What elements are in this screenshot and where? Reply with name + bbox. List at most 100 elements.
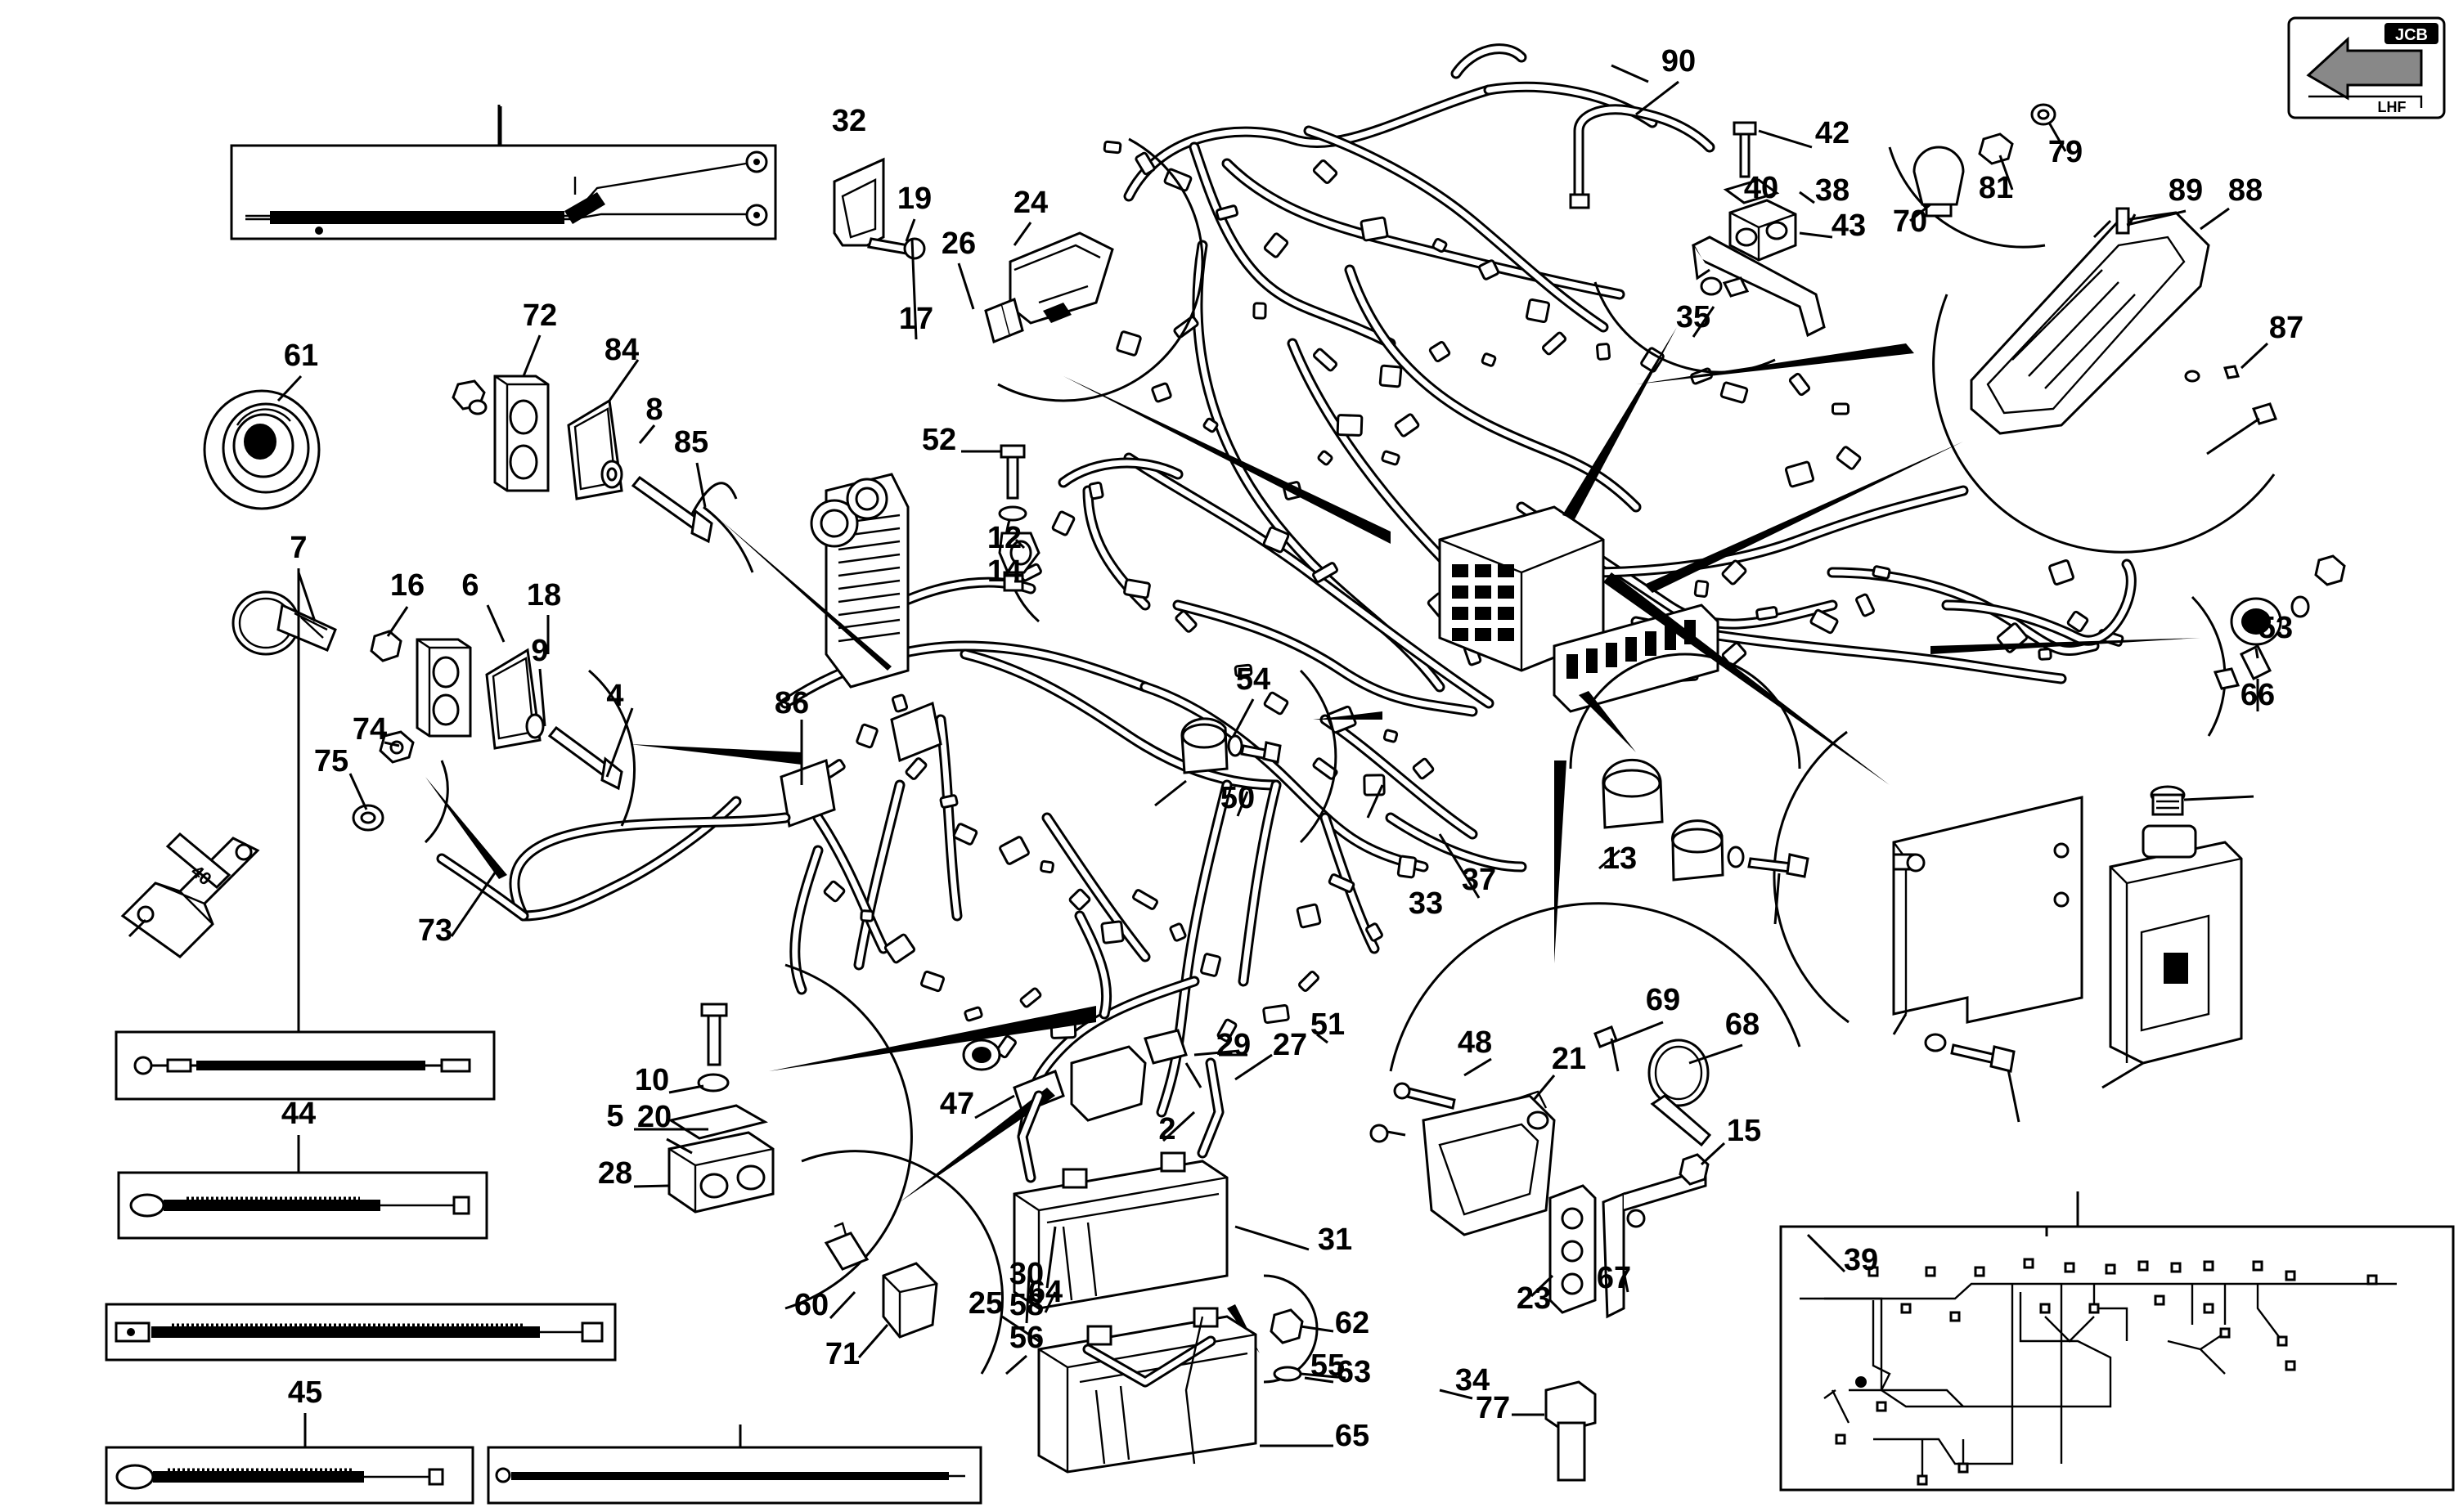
plate-31	[1723, 178, 1780, 204]
bolt-40	[1393, 1082, 1456, 1110]
jcb-lhf-logo: JCB LHF	[2287, 16, 2446, 119]
callout-44: 44	[281, 1097, 316, 1131]
nut-10-a	[452, 379, 488, 415]
callout-37: 37	[1462, 863, 1496, 897]
callout-72: 72	[523, 298, 557, 333]
callout-5: 5	[606, 1099, 623, 1133]
callout-21: 21	[1552, 1042, 1586, 1076]
callout-60: 60	[794, 1288, 829, 1322]
detail-28-cable-box	[487, 1446, 982, 1505]
callout-89: 89	[2169, 173, 2203, 208]
bracket-81	[1892, 796, 2083, 1024]
detail-84-cable-box	[115, 1030, 496, 1101]
callout-27: 27	[1273, 1028, 1307, 1062]
callout-35: 35	[1676, 300, 1710, 334]
bolt-43	[1000, 444, 1026, 500]
callout-2: 2	[1158, 1112, 1175, 1146]
callout-64: 64	[1028, 1275, 1063, 1309]
callout-63: 63	[1337, 1355, 1371, 1389]
washer-8-d	[697, 1073, 730, 1092]
callout-75: 75	[314, 744, 348, 778]
arrow-left-icon	[2306, 36, 2423, 101]
detail-75-schematic-box	[1779, 1225, 2455, 1492]
connector-18	[984, 297, 1024, 344]
callout-56: 56	[1009, 1321, 1044, 1355]
exploded-parts: 40	[120, 103, 2346, 1482]
block-35	[1728, 199, 1797, 262]
lhf-label: LHF	[2378, 99, 2407, 115]
callout-6: 6	[461, 568, 479, 603]
callout-26: 26	[942, 227, 976, 261]
callout-50: 50	[1220, 781, 1255, 815]
callout-15: 15	[1727, 1114, 1761, 1148]
screw-24	[1369, 1124, 1406, 1143]
clip-9	[998, 532, 1040, 574]
module-15	[1009, 231, 1114, 325]
washer-44-e	[1273, 1366, 1302, 1382]
bolt-33	[1733, 121, 1757, 178]
battery-17	[1037, 1307, 1257, 1474]
bolt-42-a	[1240, 741, 1282, 764]
callout-48: 48	[1458, 1025, 1492, 1060]
callout-68: 68	[1725, 1007, 1760, 1042]
callout-77: 77	[1476, 1391, 1510, 1425]
detail-86-harness-box	[230, 144, 777, 240]
washer-29	[1700, 276, 1750, 298]
relay-58	[882, 1262, 938, 1339]
leader-lines	[128, 64, 2269, 1447]
callout-70: 70	[1893, 204, 1927, 239]
main-wiring-harness	[436, 43, 2137, 1142]
bolt-79-b	[1950, 1043, 2016, 1073]
callout-4: 4	[606, 679, 623, 713]
bracket-32	[1691, 236, 1826, 338]
bolt-21	[700, 1003, 728, 1066]
callout-34: 34	[1455, 1363, 1490, 1398]
callout-61: 61	[284, 339, 318, 373]
callout-19: 19	[897, 182, 932, 216]
washer-8-a	[600, 460, 623, 489]
washer-63	[352, 804, 384, 832]
washer-44-a	[1227, 734, 1243, 757]
callout-16: 16	[390, 568, 425, 603]
callout-10: 10	[635, 1063, 669, 1097]
callout-31: 31	[1318, 1223, 1352, 1257]
callout-40: 40	[1744, 171, 1778, 205]
callout-54: 54	[1236, 662, 1270, 697]
cap-56	[1912, 146, 1965, 218]
washer-8-c	[998, 505, 1027, 522]
callout-47: 47	[940, 1087, 974, 1121]
clip-89	[1180, 717, 1229, 774]
callout-24: 24	[1014, 186, 1048, 220]
callout-12: 12	[987, 521, 1022, 555]
screw-13	[867, 237, 926, 260]
callout-7: 7	[290, 531, 307, 565]
callout-14: 14	[987, 554, 1022, 589]
callout-8: 8	[645, 393, 663, 427]
callout-81: 81	[1979, 171, 2013, 205]
washer-65	[2030, 103, 2056, 126]
screw-55	[1593, 1025, 1620, 1072]
callout-45: 45	[288, 1375, 322, 1410]
callout-20: 20	[637, 1100, 672, 1134]
callout-67: 67	[1597, 1261, 1631, 1295]
callout-18: 18	[527, 578, 561, 612]
callout-32: 32	[832, 104, 866, 138]
clip-88	[1671, 819, 1724, 882]
bolt-4	[547, 725, 623, 791]
bolt-64	[1544, 1380, 1597, 1482]
nut-48-a	[2314, 554, 2346, 586]
callout-33: 33	[1409, 886, 1443, 921]
cable-tie-7	[231, 590, 337, 656]
detail-37-cable-box	[117, 1171, 488, 1240]
callout-62: 62	[1335, 1306, 1369, 1340]
fuse-box-77	[2109, 824, 2243, 1065]
nut-66	[1978, 132, 2014, 165]
clamp-block-6	[416, 638, 472, 738]
pin-70-74	[2184, 365, 2277, 425]
grommet-52	[2230, 597, 2282, 681]
nut-10-d	[1679, 1153, 1710, 1186]
detail-34-cable-box	[105, 1303, 617, 1362]
callout-42: 42	[1815, 116, 1849, 150]
